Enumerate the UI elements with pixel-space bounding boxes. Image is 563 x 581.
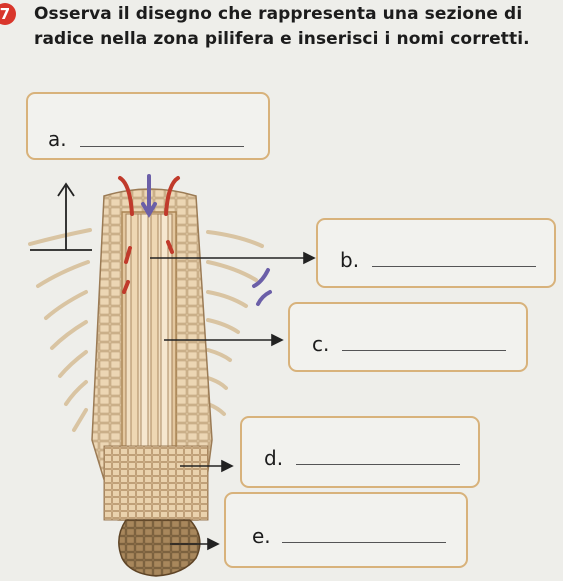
xylem-transport-arrows (118, 176, 180, 294)
answer-blank-e[interactable] (282, 542, 446, 543)
answer-box-a (26, 92, 270, 160)
answer-blank-a[interactable] (80, 146, 244, 147)
answer-box-b (316, 218, 556, 288)
root-hairs (28, 228, 264, 432)
instruction-line-2: radice nella zona pilifera e inserisci i… (34, 29, 530, 49)
phloem-transport-arrows (141, 174, 272, 306)
answer-blank-d[interactable] (296, 464, 460, 465)
instruction-line-1: Osserva il disegno che rappresenta una s… (34, 4, 523, 24)
answer-blank-c[interactable] (342, 350, 506, 351)
answer-box-c (288, 302, 528, 372)
growth-direction-arrow (30, 182, 92, 251)
exercise-instruction: Osserva il disegno che rappresenta una s… (34, 2, 563, 52)
answer-blank-b[interactable] (372, 266, 536, 267)
answer-box-d (240, 416, 480, 488)
central-cylinder (125, 213, 173, 447)
pointer-arrows (150, 251, 316, 551)
meristem-zone (103, 445, 209, 521)
label-e: e. (252, 524, 271, 548)
answer-box-e (224, 492, 468, 568)
label-d: d. (264, 446, 284, 470)
label-c: c. (312, 332, 330, 356)
label-b: b. (340, 248, 360, 272)
label-a: a. (48, 127, 67, 151)
root-cap (118, 519, 201, 577)
exercise-number-badge: 7 (0, 3, 16, 25)
